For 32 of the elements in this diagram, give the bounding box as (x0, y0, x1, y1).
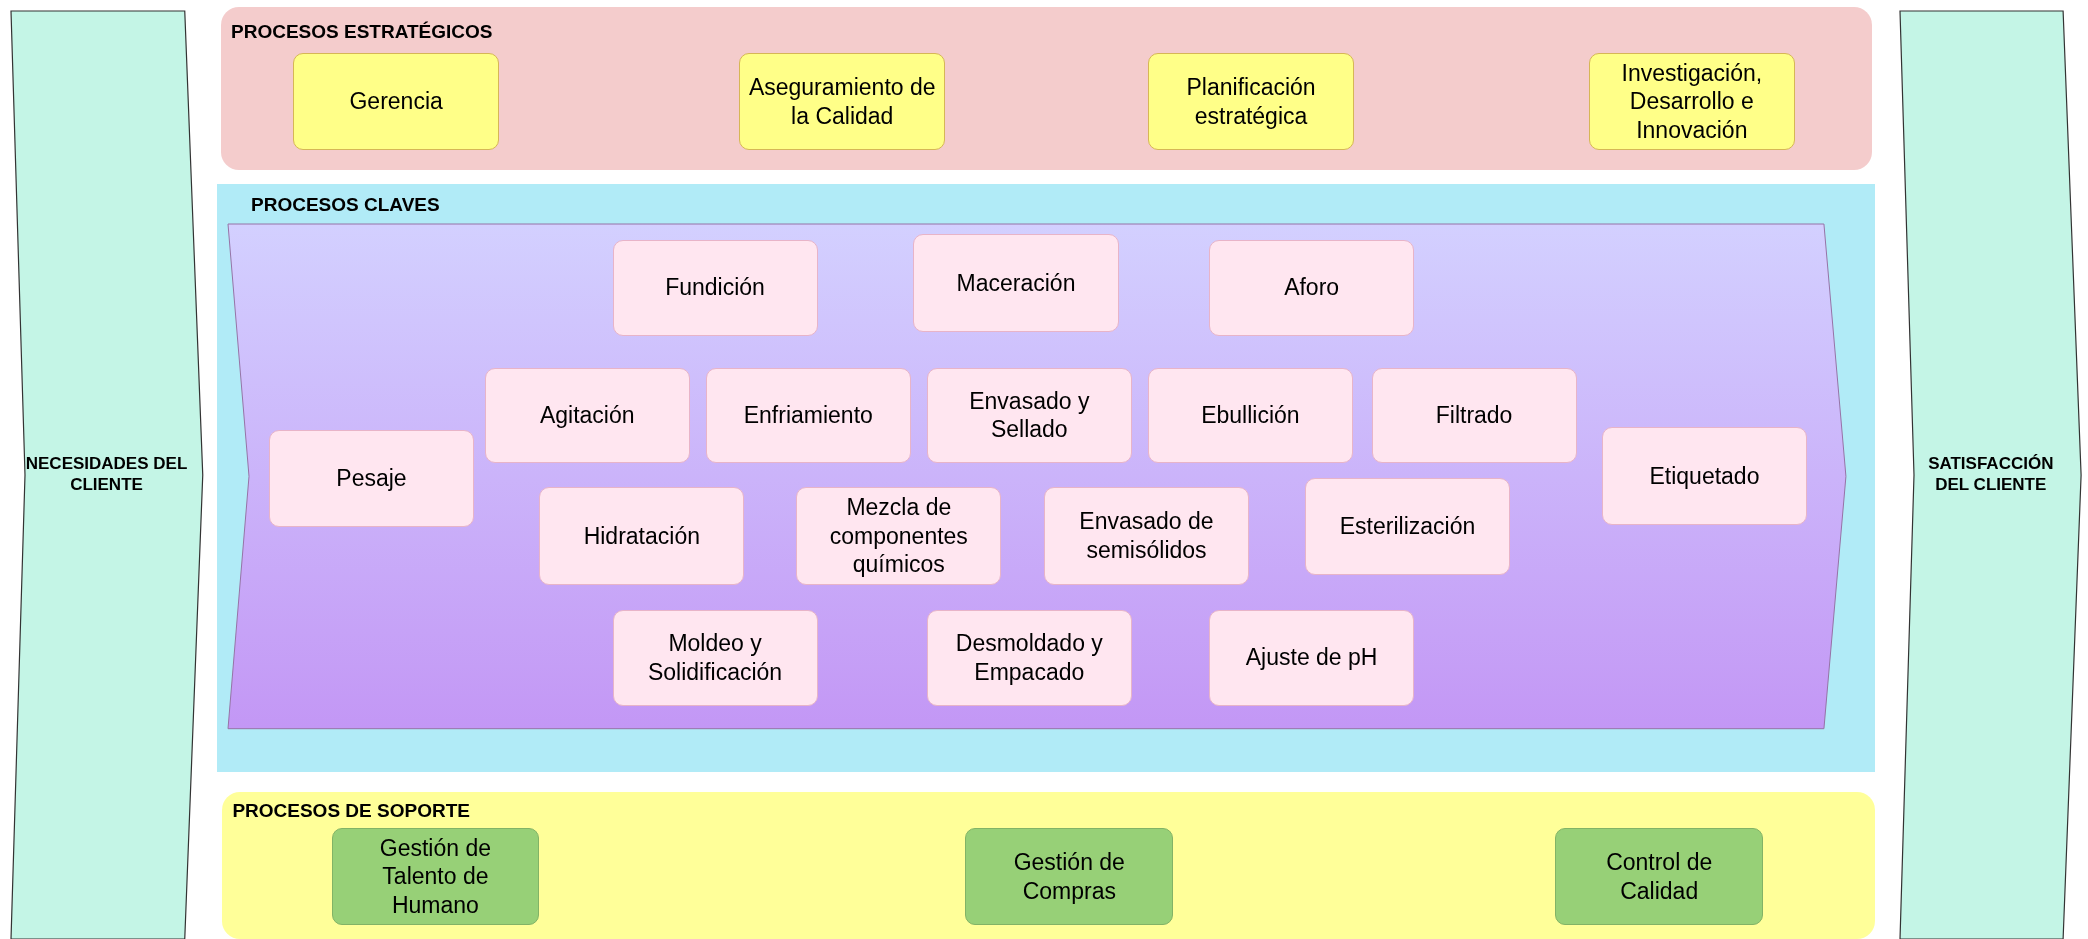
strategic-process-box: Investigación, Desarrollo e Innovación (1588, 53, 1795, 151)
key-process-box: Fundición (612, 239, 818, 336)
key-process-box: Filtrado (1371, 367, 1577, 464)
strategic-process-box: Aseguramiento de la Calidad (739, 53, 946, 151)
strategic-process-box: Planificación estratégica (1147, 53, 1355, 151)
band-label: SATISFACCIÓN DEL CLIENTE (1927, 454, 2055, 496)
key-process-box: Esterilización (1304, 478, 1511, 576)
support-process-box: Control de Calidad (1555, 828, 1764, 926)
band-heading: PROCESOS CLAVES (251, 193, 440, 216)
band-heading: PROCESOS ESTRATÉGICOS (231, 20, 493, 43)
key-process-box: Ajuste de pH (1209, 609, 1415, 706)
support-process-box: Gestión de Compras (965, 828, 1174, 926)
key-process-box: Moldeo y Solidificación (612, 609, 818, 706)
key-process-box: Envasado de semisólidos (1043, 487, 1250, 585)
key-process-box: Ebullición (1147, 367, 1353, 464)
key-process-box: Enfriamiento (705, 367, 911, 464)
key-process-box: Etiquetado (1601, 427, 1807, 525)
strategic-processes-band (221, 6, 1873, 171)
key-processes-band (217, 183, 1875, 773)
support-processes-band (222, 792, 1875, 939)
support-process-box: Gestión de Talento de Humano (331, 828, 540, 926)
key-process-box: Pesaje (268, 430, 474, 528)
strategic-process-box: Gerencia (292, 53, 500, 151)
band-label: NECESIDADES DEL CLIENTE (25, 454, 188, 496)
key-process-box: Envasado y Sellado (926, 367, 1132, 464)
key-process-box: Hidratación (539, 487, 745, 585)
key-process-box: Desmoldado y Empacado (926, 609, 1132, 706)
key-process-box: Maceración (913, 234, 1119, 332)
key-process-box: Agitación (484, 367, 690, 464)
key-process-box: Aforo (1209, 239, 1415, 336)
band-heading: PROCESOS DE SOPORTE (232, 800, 470, 823)
key-process-box: Mezcla de componentes químicos (796, 487, 1002, 585)
